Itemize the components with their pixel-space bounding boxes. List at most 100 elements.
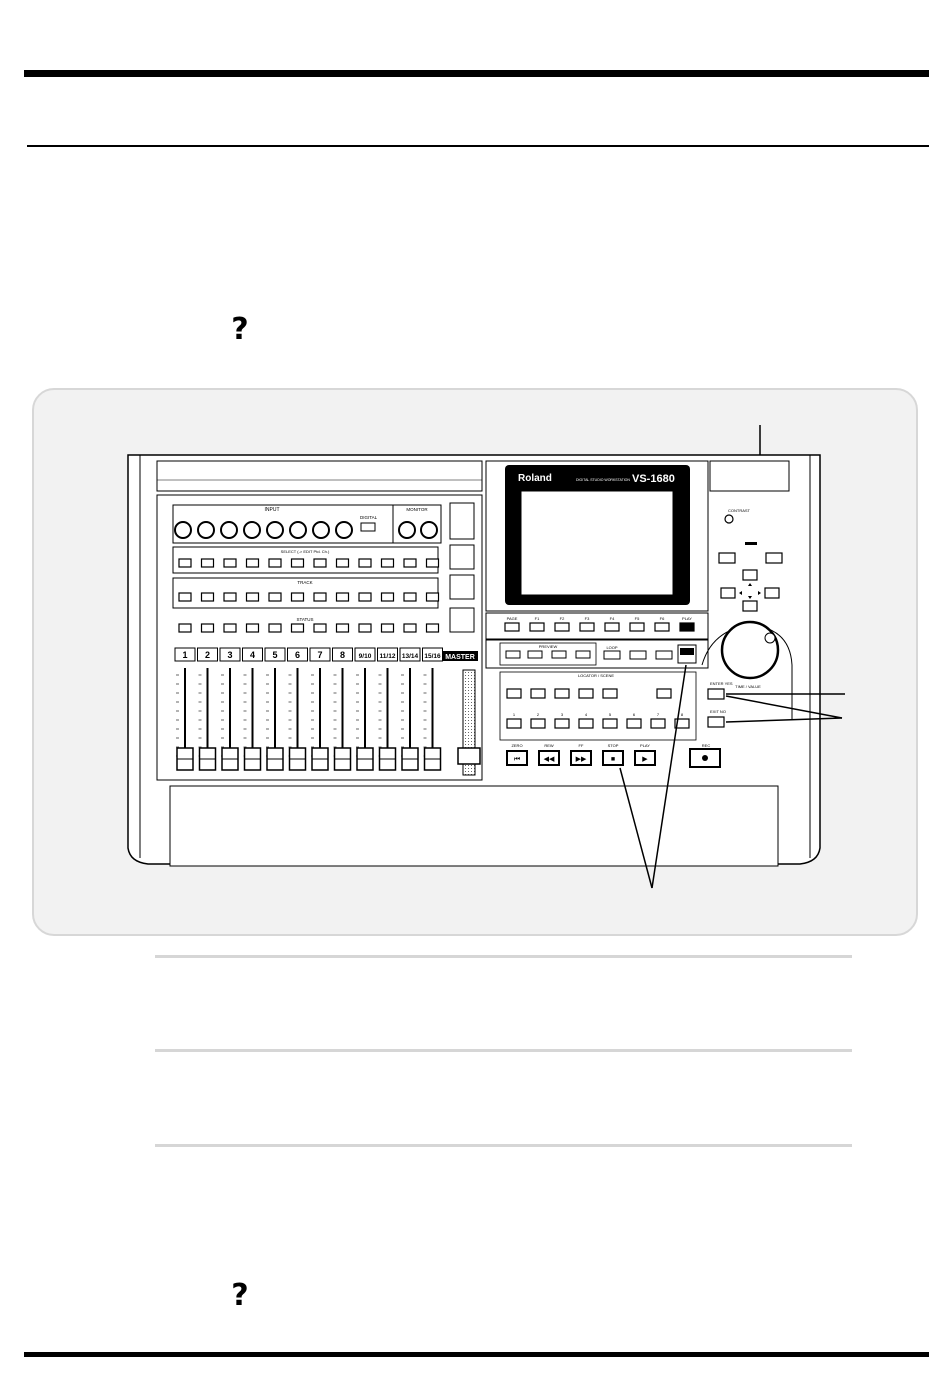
locator-function-button[interactable] <box>554 688 570 699</box>
locator-function-button[interactable] <box>578 688 594 699</box>
locator-function-button[interactable] <box>506 688 522 699</box>
status-button[interactable] <box>335 623 350 633</box>
mtc-button[interactable] <box>718 552 736 564</box>
status-button[interactable] <box>380 623 395 633</box>
function-key[interactable] <box>604 622 620 632</box>
top-right-cover <box>709 460 790 492</box>
zero-label: ZERO <box>511 743 522 748</box>
function-key[interactable] <box>529 622 545 632</box>
locator-button[interactable] <box>626 718 642 729</box>
rew-button[interactable] <box>538 750 560 766</box>
select-button[interactable] <box>380 558 395 568</box>
channel-number: 6 <box>295 650 300 660</box>
locator-button[interactable] <box>650 718 666 729</box>
exit-no-button[interactable] <box>707 716 725 728</box>
input-knobs <box>174 521 353 539</box>
subtitle-label: DIGITAL STUDIO WORKSTATION <box>576 478 630 482</box>
channel-number: 1 <box>182 650 187 660</box>
status-button[interactable] <box>223 623 237 633</box>
auto-punch-button[interactable] <box>629 650 647 660</box>
ff-button[interactable] <box>570 750 592 766</box>
channel-label-box <box>377 647 398 662</box>
select-button[interactable] <box>403 558 417 568</box>
select-button[interactable] <box>313 558 327 568</box>
channel-number: 4 <box>250 650 255 660</box>
select-button[interactable] <box>290 558 305 568</box>
select-buttons <box>178 558 440 568</box>
stop-button[interactable] <box>602 750 624 766</box>
input-label: INPUT <box>265 507 280 513</box>
track-select-button[interactable] <box>358 592 372 602</box>
play-button[interactable] <box>634 750 656 766</box>
zero-button[interactable] <box>506 750 528 766</box>
locator-button[interactable] <box>674 718 690 729</box>
select-button[interactable] <box>245 558 260 568</box>
cursor-down-button[interactable] <box>742 600 758 612</box>
channel-label-box <box>332 647 353 662</box>
status-button[interactable] <box>358 623 372 633</box>
function-key[interactable] <box>679 622 695 632</box>
select-button[interactable] <box>223 558 237 568</box>
select-button[interactable] <box>268 558 282 568</box>
phones-knob[interactable] <box>420 521 438 539</box>
status-button[interactable] <box>178 623 192 633</box>
channel-label-box <box>197 647 218 662</box>
track-select-button[interactable] <box>313 592 327 602</box>
rew-label: REW <box>544 743 554 748</box>
ext-sync-button[interactable] <box>765 552 783 564</box>
select-button[interactable] <box>200 558 215 568</box>
cursor-right-button[interactable] <box>764 587 780 599</box>
status-button[interactable] <box>425 623 440 633</box>
clear-button[interactable] <box>656 688 672 699</box>
svg-text:CONTRAST: CONTRAST <box>728 508 751 513</box>
function-key[interactable] <box>579 622 595 632</box>
function-key[interactable] <box>654 622 670 632</box>
status-button[interactable] <box>313 623 327 633</box>
track-select-button[interactable] <box>335 592 350 602</box>
svg-text:TIME / VALUE: TIME / VALUE <box>735 684 761 689</box>
track-select-button[interactable] <box>178 592 192 602</box>
locator-button[interactable] <box>530 718 546 729</box>
locator-number: 4 <box>585 712 588 717</box>
track-select-button[interactable] <box>245 592 260 602</box>
rear-jack-strip <box>156 460 483 492</box>
function-key[interactable] <box>629 622 645 632</box>
enter-yes-button[interactable] <box>707 688 725 700</box>
status-button[interactable] <box>290 623 305 633</box>
master-fader[interactable] <box>457 747 481 765</box>
track-select-button[interactable] <box>200 592 215 602</box>
status-button[interactable] <box>268 623 282 633</box>
time-value-dial[interactable] <box>720 620 780 680</box>
undo-button[interactable] <box>655 650 673 660</box>
status-button[interactable] <box>200 623 215 633</box>
locator-function-button[interactable] <box>602 688 618 699</box>
track-select-button[interactable] <box>380 592 395 602</box>
locator-button[interactable] <box>602 718 618 729</box>
status-button[interactable] <box>403 623 417 633</box>
locator-button[interactable] <box>554 718 570 729</box>
contrast-knob[interactable] <box>724 514 734 524</box>
locator-button[interactable] <box>506 718 522 729</box>
channel-number: 9/10 <box>359 653 372 660</box>
locator-button[interactable] <box>578 718 594 729</box>
track-select-button[interactable] <box>403 592 417 602</box>
scrub-button[interactable] <box>505 650 521 659</box>
select-button[interactable] <box>425 558 440 568</box>
track-select-button[interactable] <box>290 592 305 602</box>
loop-button[interactable] <box>603 650 621 660</box>
select-button[interactable] <box>178 558 192 568</box>
locator-function-button[interactable] <box>530 688 546 699</box>
cursor-left-button[interactable] <box>720 587 736 599</box>
select-button[interactable] <box>335 558 350 568</box>
select-button[interactable] <box>358 558 372 568</box>
function-key[interactable] <box>504 622 520 632</box>
cursor-up-button[interactable] <box>742 569 758 581</box>
status-button[interactable] <box>245 623 260 633</box>
track-select-button[interactable] <box>223 592 237 602</box>
scene-highlight-button[interactable] <box>680 648 694 655</box>
monitor-knob[interactable] <box>398 521 416 539</box>
stop-icon: ■ <box>611 756 615 763</box>
track-select-button[interactable] <box>268 592 282 602</box>
track-select-button[interactable] <box>425 592 440 602</box>
function-key[interactable] <box>554 622 570 632</box>
